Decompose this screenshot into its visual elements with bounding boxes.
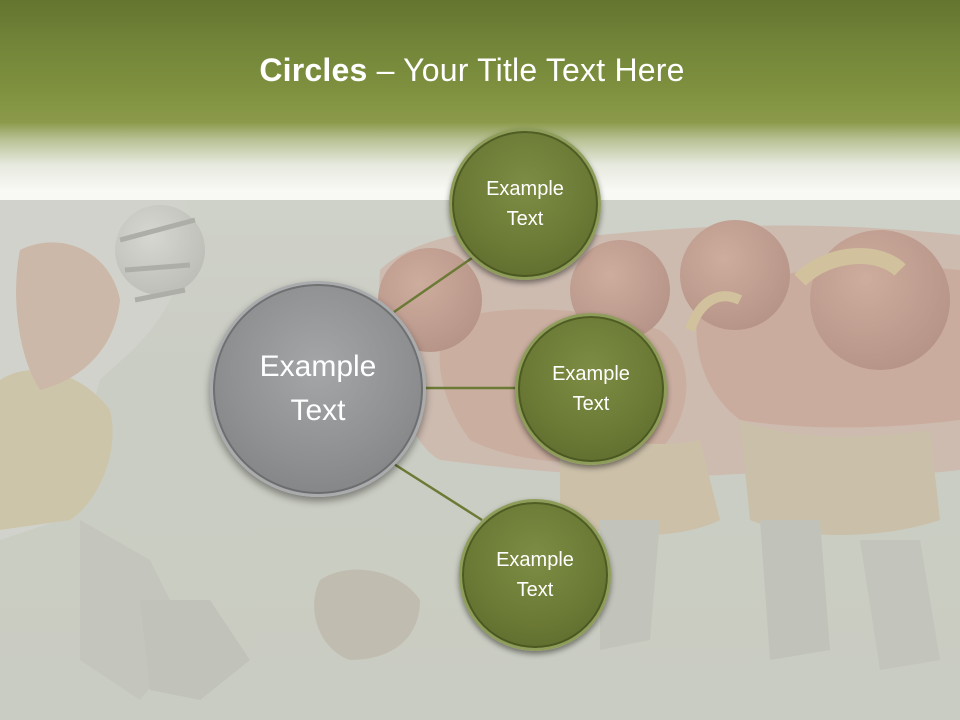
connector-bottom [393,462,483,522]
slide-title[interactable]: Circles – Your Title Text Here [0,52,944,89]
node-bottom-line1: Example [496,549,574,571]
node-top-line2: Text [506,208,544,230]
hub-label-line1: Example [259,350,377,383]
node-bottom-line2: Text [516,579,554,601]
node-circle-top[interactable]: Example Text [449,128,601,280]
connector-top [393,256,473,314]
node-circle-bottom[interactable]: Example Text [459,499,611,651]
slide-title-bold: Circles [259,52,368,88]
node-circle-middle[interactable]: Example Text [515,313,667,465]
hub-circle[interactable]: Example Text [210,281,426,497]
hub-label-line2: Text [290,394,346,427]
node-middle-line2: Text [572,393,610,415]
slide-title-rest: – Your Title Text Here [367,52,685,88]
node-middle-line1: Example [552,363,630,385]
node-top-line1: Example [486,178,564,200]
